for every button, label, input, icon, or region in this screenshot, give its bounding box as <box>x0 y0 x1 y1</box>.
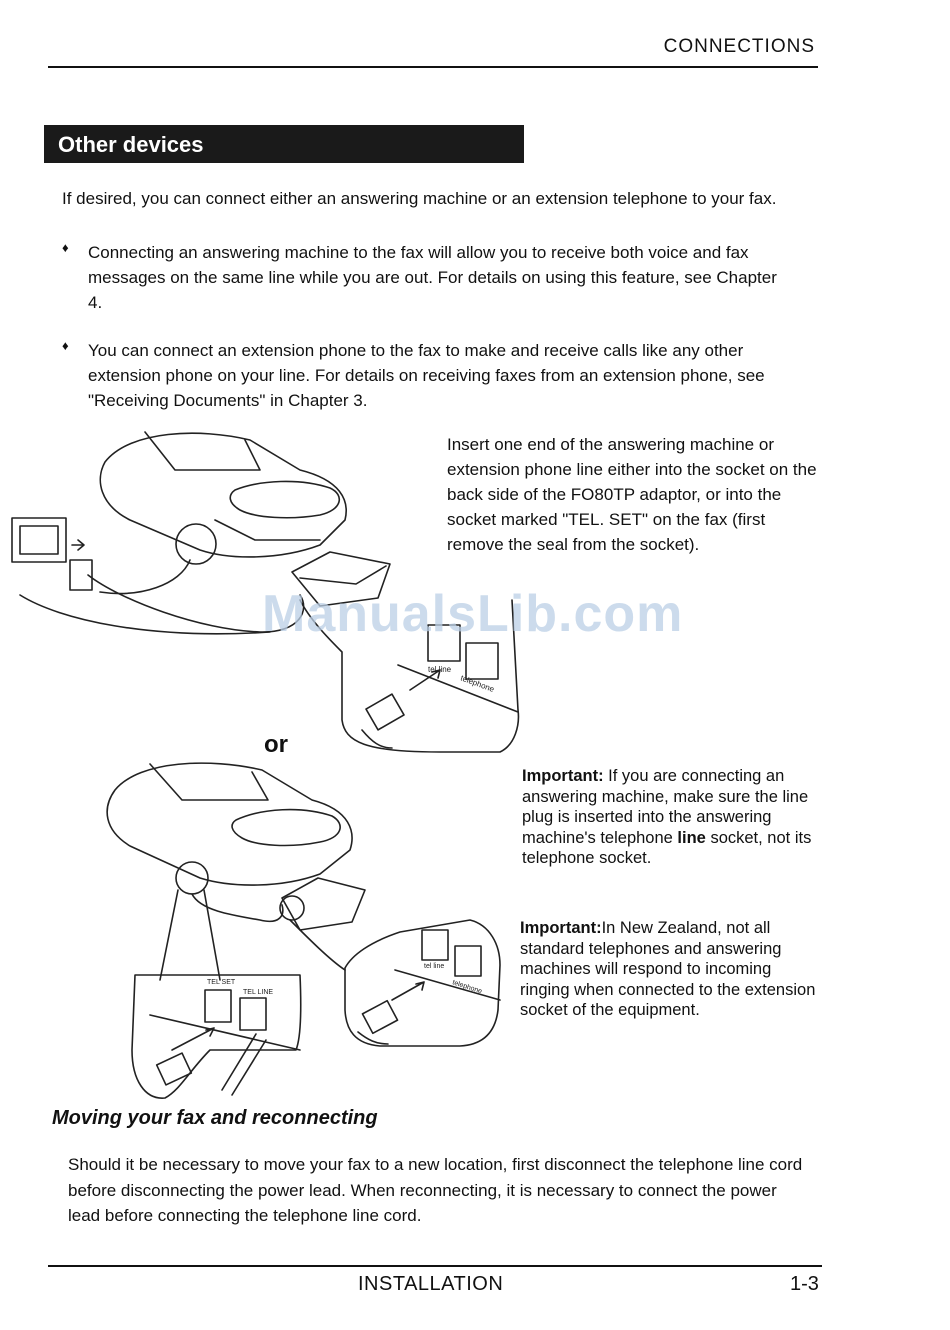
header-rule <box>48 66 818 68</box>
important-note-answering: Important: If you are connecting an answ… <box>522 766 822 869</box>
socket-callout-circle <box>175 523 217 565</box>
or-label: or <box>264 731 288 758</box>
section-banner <box>44 125 524 163</box>
tel-line-label: tel line <box>424 963 444 970</box>
diamond-bullet-icon: ♦ <box>62 240 69 255</box>
subsection-title: Moving your fax and reconnecting <box>52 1107 378 1129</box>
watermark-logo: ManualsLib.com <box>262 585 684 643</box>
wall-socket <box>11 517 67 563</box>
socket-callout-circle <box>175 861 209 895</box>
tel-line-caps-label: TEL LINE <box>243 989 273 996</box>
important-text-end: socket, not its telephone socket. <box>522 828 812 868</box>
fo80tp-adaptor <box>281 877 366 931</box>
moving-paragraph: Should it be necessary to move your fax … <box>68 1155 803 1225</box>
footer-section-label: INSTALLATION <box>358 1273 504 1295</box>
footer-rule <box>48 1265 822 1267</box>
bullet-text: Connecting an answering machine to the f… <box>88 243 777 312</box>
adaptor-closeup <box>344 919 501 1047</box>
tel-line-label: tel line <box>428 665 452 674</box>
important-text: If you are connecting an answering machi… <box>522 767 809 847</box>
important-emphasis: line <box>677 828 706 847</box>
adaptor-closeup <box>299 599 520 753</box>
diamond-bullet-icon: ♦ <box>62 338 69 353</box>
page-number: 1-3 <box>790 1273 819 1295</box>
important-label: Important: <box>520 919 602 937</box>
telset-closeup <box>131 974 302 1099</box>
page-header-title: CONNECTIONS <box>663 36 815 57</box>
handset <box>231 808 341 847</box>
insert-instruction-text: Insert one end of the answering machine … <box>447 435 817 554</box>
fax-body <box>106 762 353 886</box>
handset <box>229 480 341 519</box>
tel-set-label: TEL SET <box>207 979 236 986</box>
telephone-label: telephone <box>451 979 483 995</box>
important-text: In New Zealand, not all standard telepho… <box>520 919 816 1019</box>
fo80tp-adaptor <box>291 551 391 607</box>
section-title: Other devices <box>58 132 204 157</box>
important-note-new-zealand: Important:In New Zealand, not all standa… <box>520 918 820 1021</box>
important-label: Important: <box>522 767 604 785</box>
fax-body <box>99 432 347 558</box>
bullet-text: You can connect an extension phone to th… <box>88 341 765 410</box>
intro-paragraph: If desired, you can connect either an an… <box>62 189 777 208</box>
